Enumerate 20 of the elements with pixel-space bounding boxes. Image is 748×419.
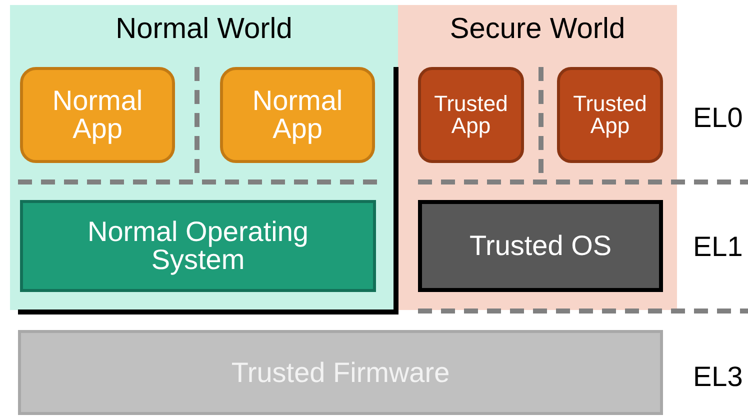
os-box: [418, 200, 663, 292]
firmware-box: [18, 330, 663, 415]
normal-world-panel: [10, 5, 398, 310]
exception-level-label: EL0: [693, 104, 743, 132]
box-label: Normal App: [251, 87, 344, 143]
panel-title: Secure World: [450, 12, 626, 44]
box-label: Trusted OS: [469, 232, 612, 260]
app-box: [557, 67, 663, 163]
box-label: Trusted App: [572, 93, 648, 137]
box-label: Normal Operating System: [86, 218, 310, 274]
app-box: [20, 67, 175, 163]
app-box: [220, 67, 375, 163]
exception-level-label: EL3: [693, 363, 743, 391]
app-box: [418, 67, 524, 163]
panel-title: Normal World: [116, 12, 292, 44]
box-label: Normal App: [51, 87, 144, 143]
box-label: Trusted App: [433, 93, 509, 137]
secure-world-panel: [398, 5, 677, 310]
os-box: [20, 200, 376, 292]
exception-level-label: EL1: [693, 233, 743, 261]
